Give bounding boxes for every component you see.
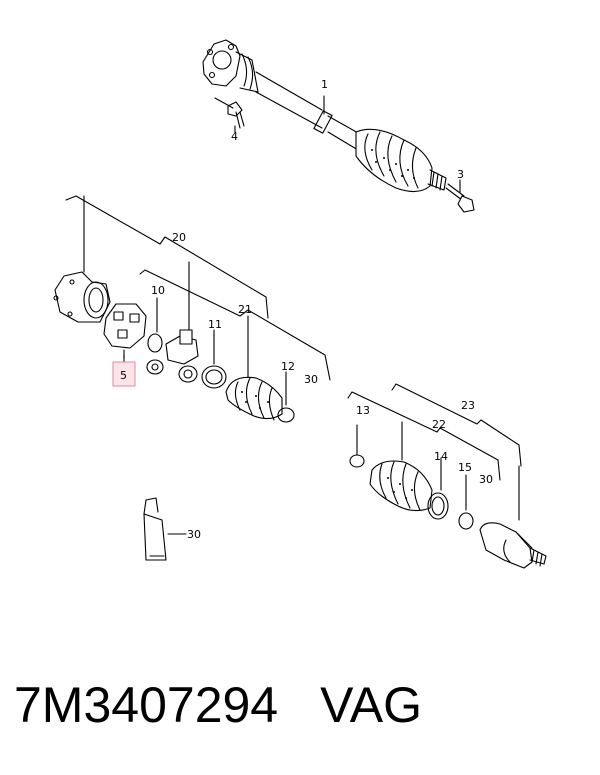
callout-30-right: 30 [479, 473, 493, 486]
callout-13: 13 [356, 404, 370, 417]
exploded-parts-diagram: 1 3 4 5 10 11 12 13 14 15 20 21 22 23 30… [53, 39, 547, 569]
callout-30-left: 30 [304, 373, 318, 386]
part-number: 7M3407294 [14, 677, 279, 733]
callout-21: 21 [238, 303, 252, 316]
callout-23: 23 [461, 399, 475, 412]
callout-labels: 1 3 4 5 10 11 12 13 14 15 20 21 22 23 30… [120, 78, 493, 541]
callout-12: 12 [281, 360, 295, 373]
brand-name: VAG [320, 677, 423, 733]
callout-20: 20 [172, 231, 186, 244]
callout-22: 22 [432, 418, 446, 431]
callout-3: 3 [457, 168, 464, 181]
callout-30-tube: 30 [187, 528, 201, 541]
grease-tube-30 [143, 497, 187, 561]
highlight-box-part-5 [112, 361, 136, 387]
boot-kit-22-23 [347, 383, 547, 569]
callout-11: 11 [208, 318, 222, 331]
drive-shaft-assembly [202, 39, 447, 193]
callout-10: 10 [151, 284, 165, 297]
callout-1: 1 [321, 78, 328, 91]
callout-14: 14 [434, 450, 448, 463]
bolt-part-4 [214, 97, 245, 129]
callout-5: 5 [120, 369, 127, 382]
footer: 7M3407294 VAG [14, 676, 422, 746]
callout-15: 15 [458, 461, 472, 474]
bolt-part-3 [445, 183, 475, 213]
callout-4: 4 [231, 130, 238, 143]
cv-joint-kit-20 [53, 195, 331, 423]
